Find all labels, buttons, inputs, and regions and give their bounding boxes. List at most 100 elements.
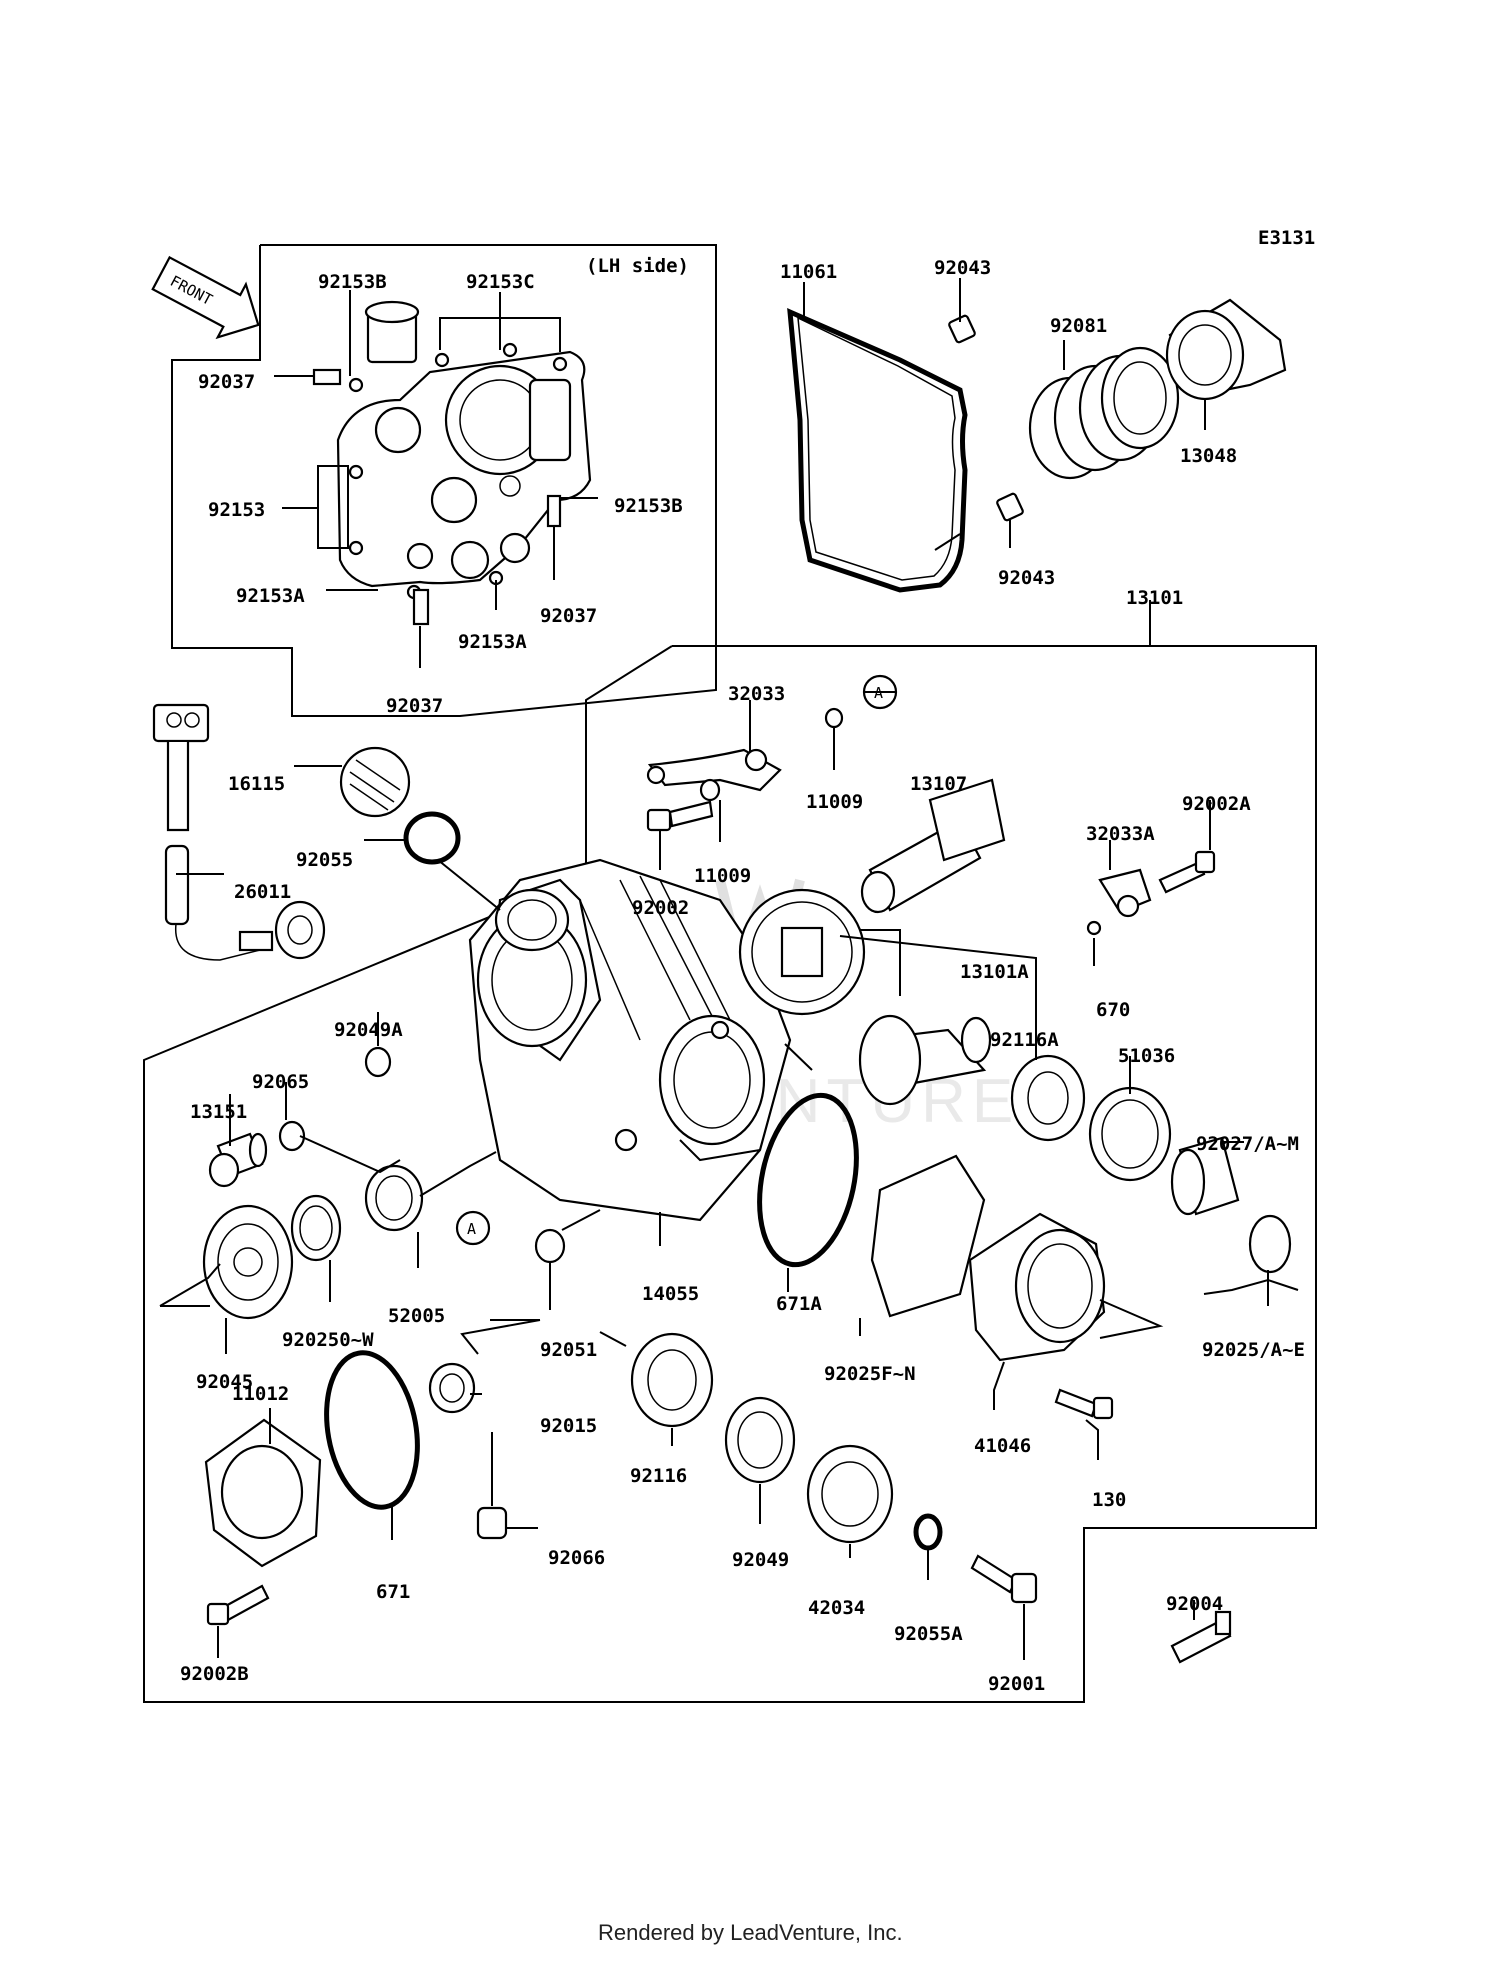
label-13151: 13151 bbox=[190, 1101, 247, 1123]
spring-92081 bbox=[1028, 346, 1180, 480]
label-11061: 11061 bbox=[780, 261, 837, 283]
coupling-13048 bbox=[1165, 298, 1287, 401]
washer-92049A bbox=[364, 1046, 392, 1078]
washer-92065 bbox=[278, 1120, 306, 1152]
label-92055A: 92055A bbox=[894, 1623, 963, 1645]
label-41046: 41046 bbox=[974, 1435, 1031, 1457]
inset-leaders bbox=[274, 290, 598, 668]
label-92002B: 92002B bbox=[180, 1663, 249, 1685]
label-92025A: 92025/A~E bbox=[1202, 1339, 1305, 1361]
label-92045: 92045 bbox=[196, 1371, 253, 1393]
label-52005: 52005 bbox=[388, 1305, 445, 1327]
label-92043-top: 92043 bbox=[934, 257, 991, 279]
crankcase-side-drawing bbox=[312, 300, 592, 626]
label-13101: 13101 bbox=[1126, 587, 1183, 609]
label-92153C: 92153C bbox=[466, 271, 535, 293]
bearing-92116 bbox=[630, 1332, 714, 1428]
label-32033A: 32033A bbox=[1086, 823, 1155, 845]
shim-920250 bbox=[290, 1194, 342, 1262]
label-92015: 92015 bbox=[540, 1415, 597, 1437]
label-92001: 92001 bbox=[988, 1673, 1045, 1695]
seal-52005 bbox=[364, 1164, 424, 1232]
cover-11012 bbox=[204, 1418, 322, 1568]
assembly-border bbox=[143, 645, 1317, 1703]
shim-92025 bbox=[1248, 1214, 1292, 1274]
bearing-92045 bbox=[202, 1204, 294, 1320]
washer-11009-top bbox=[824, 707, 844, 729]
label-11009-left: 11009 bbox=[694, 865, 751, 887]
label-92037-c: 92037 bbox=[386, 695, 443, 717]
label-670: 670 bbox=[1096, 999, 1130, 1021]
label-92116A: 92116A bbox=[990, 1029, 1059, 1051]
label-92066: 92066 bbox=[548, 1547, 605, 1569]
label-16115: 16115 bbox=[228, 773, 285, 795]
label-92116: 92116 bbox=[630, 1465, 687, 1487]
gasket-92025F bbox=[870, 1154, 986, 1318]
label-92037-b: 92037 bbox=[540, 605, 597, 627]
svg-text:A: A bbox=[467, 1220, 476, 1238]
label-92004: 92004 bbox=[1166, 1593, 1223, 1615]
label-92025F: 92025F~N bbox=[824, 1363, 916, 1385]
label-11009-right: 11009 bbox=[806, 791, 863, 813]
inset-title: (LH side) bbox=[586, 255, 689, 277]
top-right-leaders bbox=[803, 278, 1206, 551]
bolt-92001 bbox=[970, 1554, 1038, 1604]
callout-a-left: A bbox=[455, 1210, 491, 1246]
oring-671A bbox=[757, 1092, 859, 1268]
housing-41046 bbox=[968, 1212, 1106, 1362]
tube-32033 bbox=[646, 748, 782, 792]
label-92055: 92055 bbox=[296, 849, 353, 871]
shaft-13107 bbox=[860, 778, 1006, 914]
bolt-92002B bbox=[206, 1584, 270, 1626]
label-92002: 92002 bbox=[632, 897, 689, 919]
label-92027: 92027/A~M bbox=[1196, 1133, 1299, 1155]
label-92153B-top: 92153B bbox=[318, 271, 387, 293]
label-671A: 671A bbox=[776, 1293, 822, 1315]
washer-92051 bbox=[534, 1228, 566, 1264]
pin-92066 bbox=[476, 1506, 508, 1540]
sensor-13151 bbox=[208, 1132, 268, 1188]
label-671: 671 bbox=[376, 1581, 410, 1603]
label-13048: 13048 bbox=[1180, 445, 1237, 467]
label-92051: 92051 bbox=[540, 1339, 597, 1361]
label-32033: 32033 bbox=[728, 683, 785, 705]
nut-92015 bbox=[428, 1362, 476, 1414]
seal-51036 bbox=[1088, 1086, 1172, 1182]
main-leaders bbox=[159, 691, 1299, 1660]
label-92153B-right: 92153B bbox=[614, 495, 683, 517]
label-92049A: 92049A bbox=[334, 1019, 403, 1041]
label-11012: 11012 bbox=[232, 1383, 289, 1405]
label-26011: 26011 bbox=[234, 881, 291, 903]
label-130: 130 bbox=[1092, 1489, 1126, 1511]
label-92037-a: 92037 bbox=[198, 371, 255, 393]
diagram-id: E3131 bbox=[1258, 227, 1315, 249]
label-92043-bottom: 92043 bbox=[998, 567, 1055, 589]
collar-92027 bbox=[1170, 1136, 1240, 1216]
label-92153A-left: 92153A bbox=[236, 585, 305, 607]
label-42034: 42034 bbox=[808, 1597, 865, 1619]
bolt-92002 bbox=[646, 800, 714, 832]
oring-670 bbox=[1086, 920, 1102, 936]
bearing-92116A bbox=[1010, 1054, 1086, 1142]
label-92153: 92153 bbox=[208, 499, 265, 521]
label-13107: 13107 bbox=[910, 773, 967, 795]
oring-92055 bbox=[403, 811, 461, 865]
gasket-11061 bbox=[787, 308, 968, 593]
case-14055 bbox=[468, 858, 792, 1222]
label-13101A: 13101A bbox=[960, 961, 1029, 983]
label-92081: 92081 bbox=[1050, 315, 1107, 337]
cap-16115 bbox=[339, 746, 411, 818]
oring-92055A bbox=[913, 1513, 943, 1551]
label-51036: 51036 bbox=[1118, 1045, 1175, 1067]
dowel-pin-bottom bbox=[996, 492, 1024, 522]
bracket-32033A bbox=[1098, 850, 1216, 918]
bearing-92049 bbox=[724, 1396, 796, 1484]
label-92002A: 92002A bbox=[1182, 793, 1251, 815]
washer-11009-left bbox=[699, 778, 721, 802]
label-14055: 14055 bbox=[642, 1283, 699, 1305]
label-92065: 92065 bbox=[252, 1071, 309, 1093]
front-arrow-icon: FRONT bbox=[151, 255, 260, 340]
sensor-26011 bbox=[152, 703, 326, 961]
label-920250: 920250~W bbox=[282, 1329, 374, 1351]
